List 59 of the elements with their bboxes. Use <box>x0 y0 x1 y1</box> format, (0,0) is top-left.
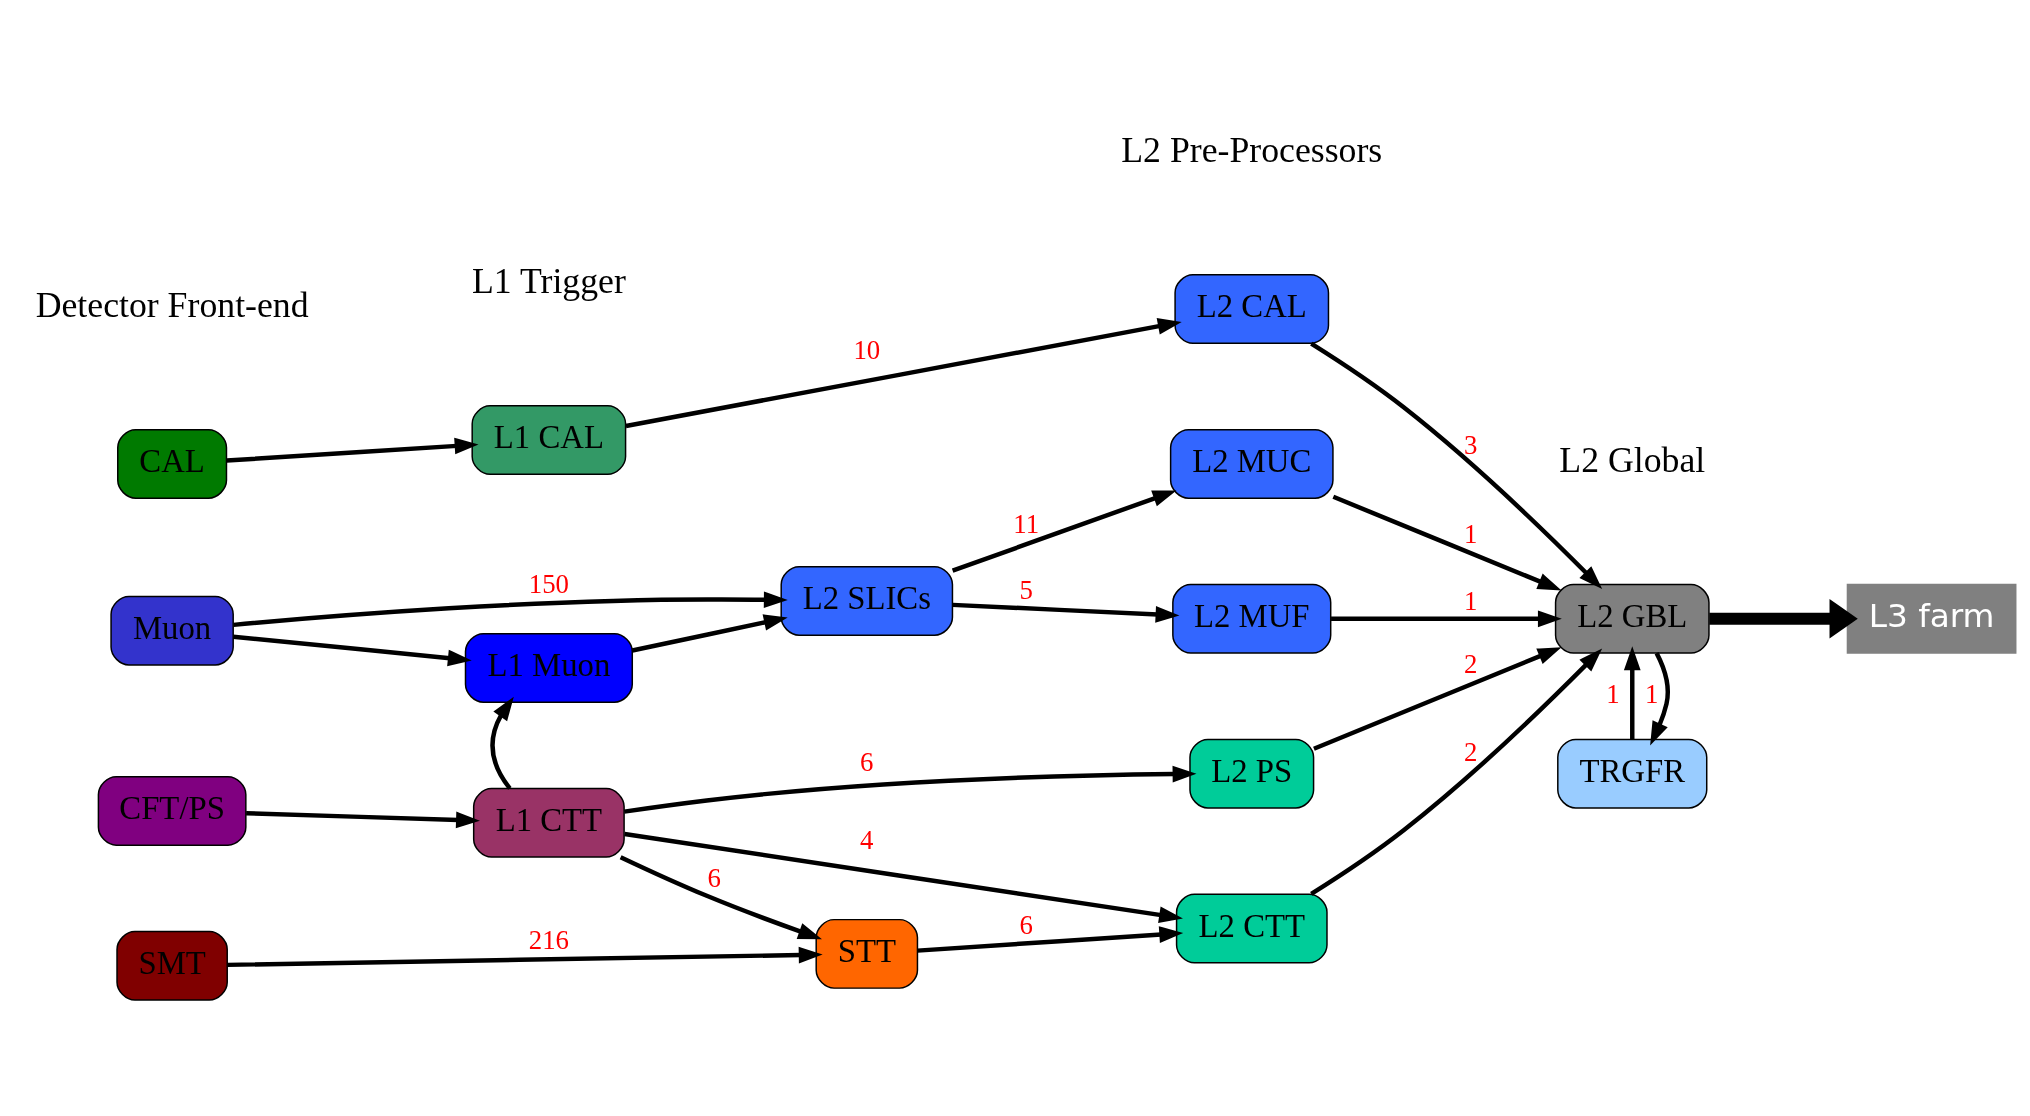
node-box: L2 CAL <box>1174 273 1330 344</box>
arrow <box>1310 648 1603 896</box>
edge-label: 1 <box>1463 585 1478 616</box>
edge-label: 5 <box>1019 574 1033 605</box>
arrow <box>1709 598 1858 639</box>
edge-label: 6 <box>707 862 721 893</box>
edge-label: 3 <box>1463 429 1478 460</box>
arrow <box>246 810 480 828</box>
edge-label: 6 <box>860 746 874 777</box>
arrow <box>631 613 788 653</box>
arrow <box>623 765 1197 814</box>
arrow <box>1332 494 1562 590</box>
arrow <box>226 437 479 463</box>
node-box: Muon <box>110 595 234 666</box>
node-box: L2 CTT <box>1175 893 1328 964</box>
node-box: CAL <box>117 428 228 499</box>
node-box: CFT/PS <box>97 775 247 846</box>
arrow <box>233 590 788 627</box>
edge-label: 216 <box>528 924 569 955</box>
arrow <box>1313 646 1562 751</box>
node-box: L2 PS <box>1189 738 1315 809</box>
edge-label: 11 <box>1013 508 1040 539</box>
node-box: L2 MUF <box>1172 583 1332 654</box>
node-box: L3 farm <box>1846 583 2017 654</box>
edge-label: 1 <box>1606 678 1620 709</box>
edge-label: 6 <box>1019 909 1033 940</box>
edge-label: 2 <box>1463 648 1478 679</box>
arrow <box>619 854 822 939</box>
node-box: L2 SLICs <box>780 565 954 636</box>
label: L1 Trigger <box>471 260 626 301</box>
node-box: L2 MUC <box>1169 428 1334 499</box>
arrow <box>1331 609 1562 627</box>
arrow <box>625 317 1182 428</box>
arrow <box>227 946 823 967</box>
edge-label: 4 <box>860 824 874 855</box>
edge-label: 1 <box>1644 678 1659 709</box>
node-box: STT <box>815 918 919 989</box>
arrow <box>1650 651 1670 745</box>
label: L2 Global <box>1559 439 1706 480</box>
edge-label: 2 <box>1463 736 1478 767</box>
label: Detector Front-end <box>35 284 309 325</box>
node-box: TRGFR <box>1557 738 1708 809</box>
arrow <box>917 925 1184 953</box>
arrow <box>951 489 1177 573</box>
arrow <box>1310 341 1603 589</box>
arrow <box>952 602 1180 623</box>
edge-label: 150 <box>528 568 569 599</box>
arrow <box>233 633 472 666</box>
arrow <box>490 696 514 790</box>
node-box: L1 CAL <box>471 404 627 475</box>
node-box: SMT <box>116 930 228 1001</box>
edge-label: 1 <box>1463 518 1478 549</box>
node-box: L2 GBL <box>1554 583 1710 654</box>
arrow <box>1623 645 1641 739</box>
arrow <box>624 831 1183 923</box>
node-box: L1 CTT <box>472 787 625 858</box>
node-box: L1 Muon <box>464 632 634 703</box>
edge-label: 10 <box>853 334 881 365</box>
label: L2 Pre-Processors <box>1121 129 1383 170</box>
